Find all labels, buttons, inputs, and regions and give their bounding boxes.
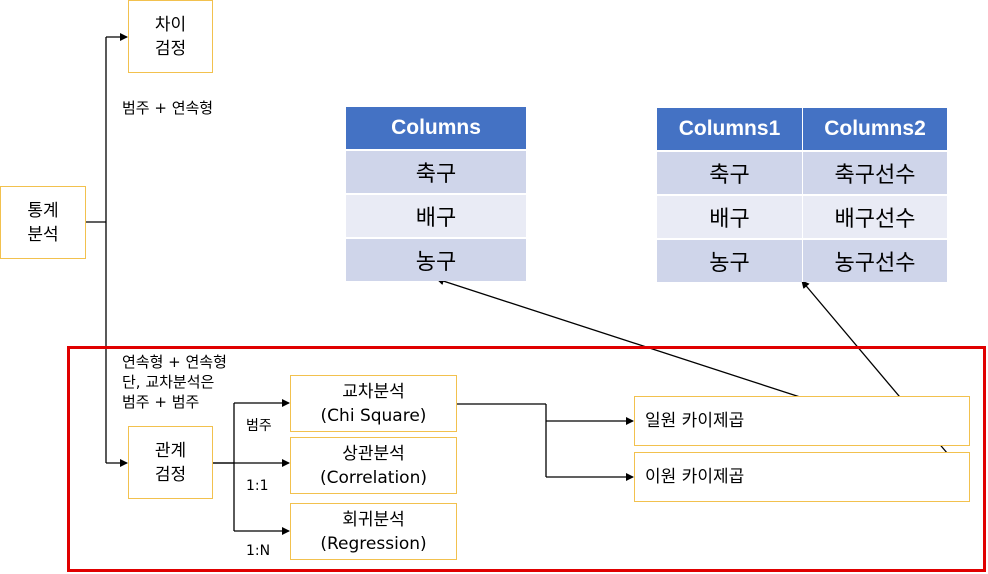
table2-header: Columns2 <box>802 107 948 152</box>
table1-cell: 축구 <box>345 149 527 194</box>
node-label-line2: 검정 <box>154 38 187 59</box>
table1-cell: 농구 <box>345 237 527 281</box>
node-label-line2: 분석 <box>27 224 59 245</box>
label-relation-note-2: 단, 교차분석은 <box>122 373 215 391</box>
table2-cell: 축구 <box>656 150 803 195</box>
edge-label-category: 범주 <box>246 418 272 434</box>
node-label-line1: 회귀분석 <box>342 509 405 530</box>
node-difference-test: 차이 검정 <box>128 0 213 73</box>
node-label-line1: 통계 <box>27 200 59 221</box>
edge-label-one-to-n: 1:N <box>246 543 271 559</box>
table2-cell: 농구선수 <box>802 238 948 282</box>
node-correlation: 상관분석 (Correlation) <box>290 437 457 494</box>
highlight-frame <box>67 346 986 572</box>
table2-cell: 농구 <box>656 238 803 282</box>
node-two-way-chi-square: 이원 카이제곱 <box>634 452 970 502</box>
arrow-oneway-to-table1 <box>436 277 801 398</box>
table2-header: Columns1 <box>656 107 803 152</box>
node-label: 일원 카이제곱 <box>645 411 745 431</box>
node-label: 이원 카이제곱 <box>645 467 745 487</box>
table1-cell: 배구 <box>345 193 527 238</box>
node-chi-square: 교차분석 (Chi Square) <box>290 375 457 432</box>
table2-cell: 배구선수 <box>802 194 948 239</box>
node-label-line2: (Correlation) <box>319 467 427 488</box>
edge-label-one-to-one: 1:1 <box>246 478 269 494</box>
node-label-line2: (Chi Square) <box>320 405 427 426</box>
node-label-line1: 관계 <box>154 440 187 461</box>
node-label-line2: 검정 <box>154 464 187 485</box>
table2-cell: 축구선수 <box>802 150 948 195</box>
node-relation-test: 관계 검정 <box>128 426 213 499</box>
node-label-line1: 상관분석 <box>342 443 405 464</box>
label-category-continuous: 범주 + 연속형 <box>122 99 214 117</box>
table-two-columns: Columns1 Columns2 축구 축구선수 배구 배구선수 농구 농구선… <box>656 107 948 282</box>
node-label-line1: 교차분석 <box>342 381 405 402</box>
node-regression: 회귀분석 (Regression) <box>290 503 457 560</box>
node-one-way-chi-square: 일원 카이제곱 <box>634 396 970 446</box>
table1-header: Columns <box>345 106 527 151</box>
table-single-column: Columns 축구 배구 농구 <box>345 106 527 281</box>
node-label-line1: 차이 <box>154 14 187 35</box>
arrow-twoway-to-table2 <box>801 280 970 480</box>
table2-cell: 배구 <box>656 194 803 239</box>
label-relation-note-3: 범주 + 범주 <box>122 393 200 411</box>
node-label-line2: (Regression) <box>320 533 427 554</box>
node-statistical-analysis: 통계 분석 <box>0 186 86 259</box>
label-relation-note-1: 연속형 + 연속형 <box>122 353 227 371</box>
